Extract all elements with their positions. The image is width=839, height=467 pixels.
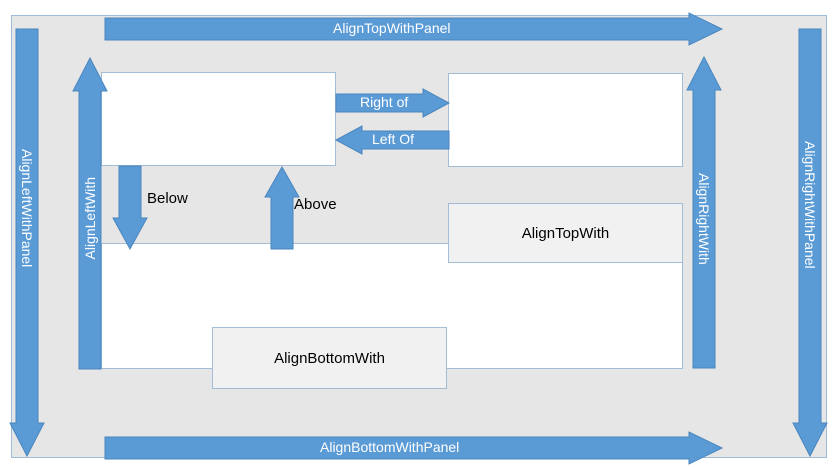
arrow-above-label: Above — [294, 196, 337, 213]
arrow-align-top-with-panel: AlignTopWithPanel — [104, 12, 724, 46]
control-box-align-top-with-label: AlignTopWith — [521, 224, 610, 242]
arrow-above — [264, 165, 300, 250]
control-box-top-right[interactable] — [448, 73, 683, 167]
control-box-align-bottom-with[interactable]: AlignBottomWith — [212, 327, 447, 389]
arrow-align-right-with: AlignRightWith — [686, 55, 722, 369]
control-box-align-top-with[interactable]: AlignTopWith — [448, 203, 683, 263]
control-box-align-bottom-with-label: AlignBottomWith — [274, 349, 385, 367]
arrow-align-right-with-panel: AlignRightWithPanel — [792, 28, 828, 458]
arrow-left-of: Left Of — [334, 125, 450, 155]
arrow-below — [112, 165, 148, 251]
control-box-top-left[interactable] — [101, 72, 336, 166]
arrow-align-left-with: AlignLeftWith — [72, 56, 108, 370]
arrow-below-label: Below — [147, 190, 188, 207]
arrow-align-bottom-with-panel: AlignBottomWithPanel — [104, 431, 724, 465]
arrow-right-of: Right of — [335, 88, 451, 118]
arrow-align-left-with-panel: AlignLeftWithPanel — [9, 28, 45, 458]
